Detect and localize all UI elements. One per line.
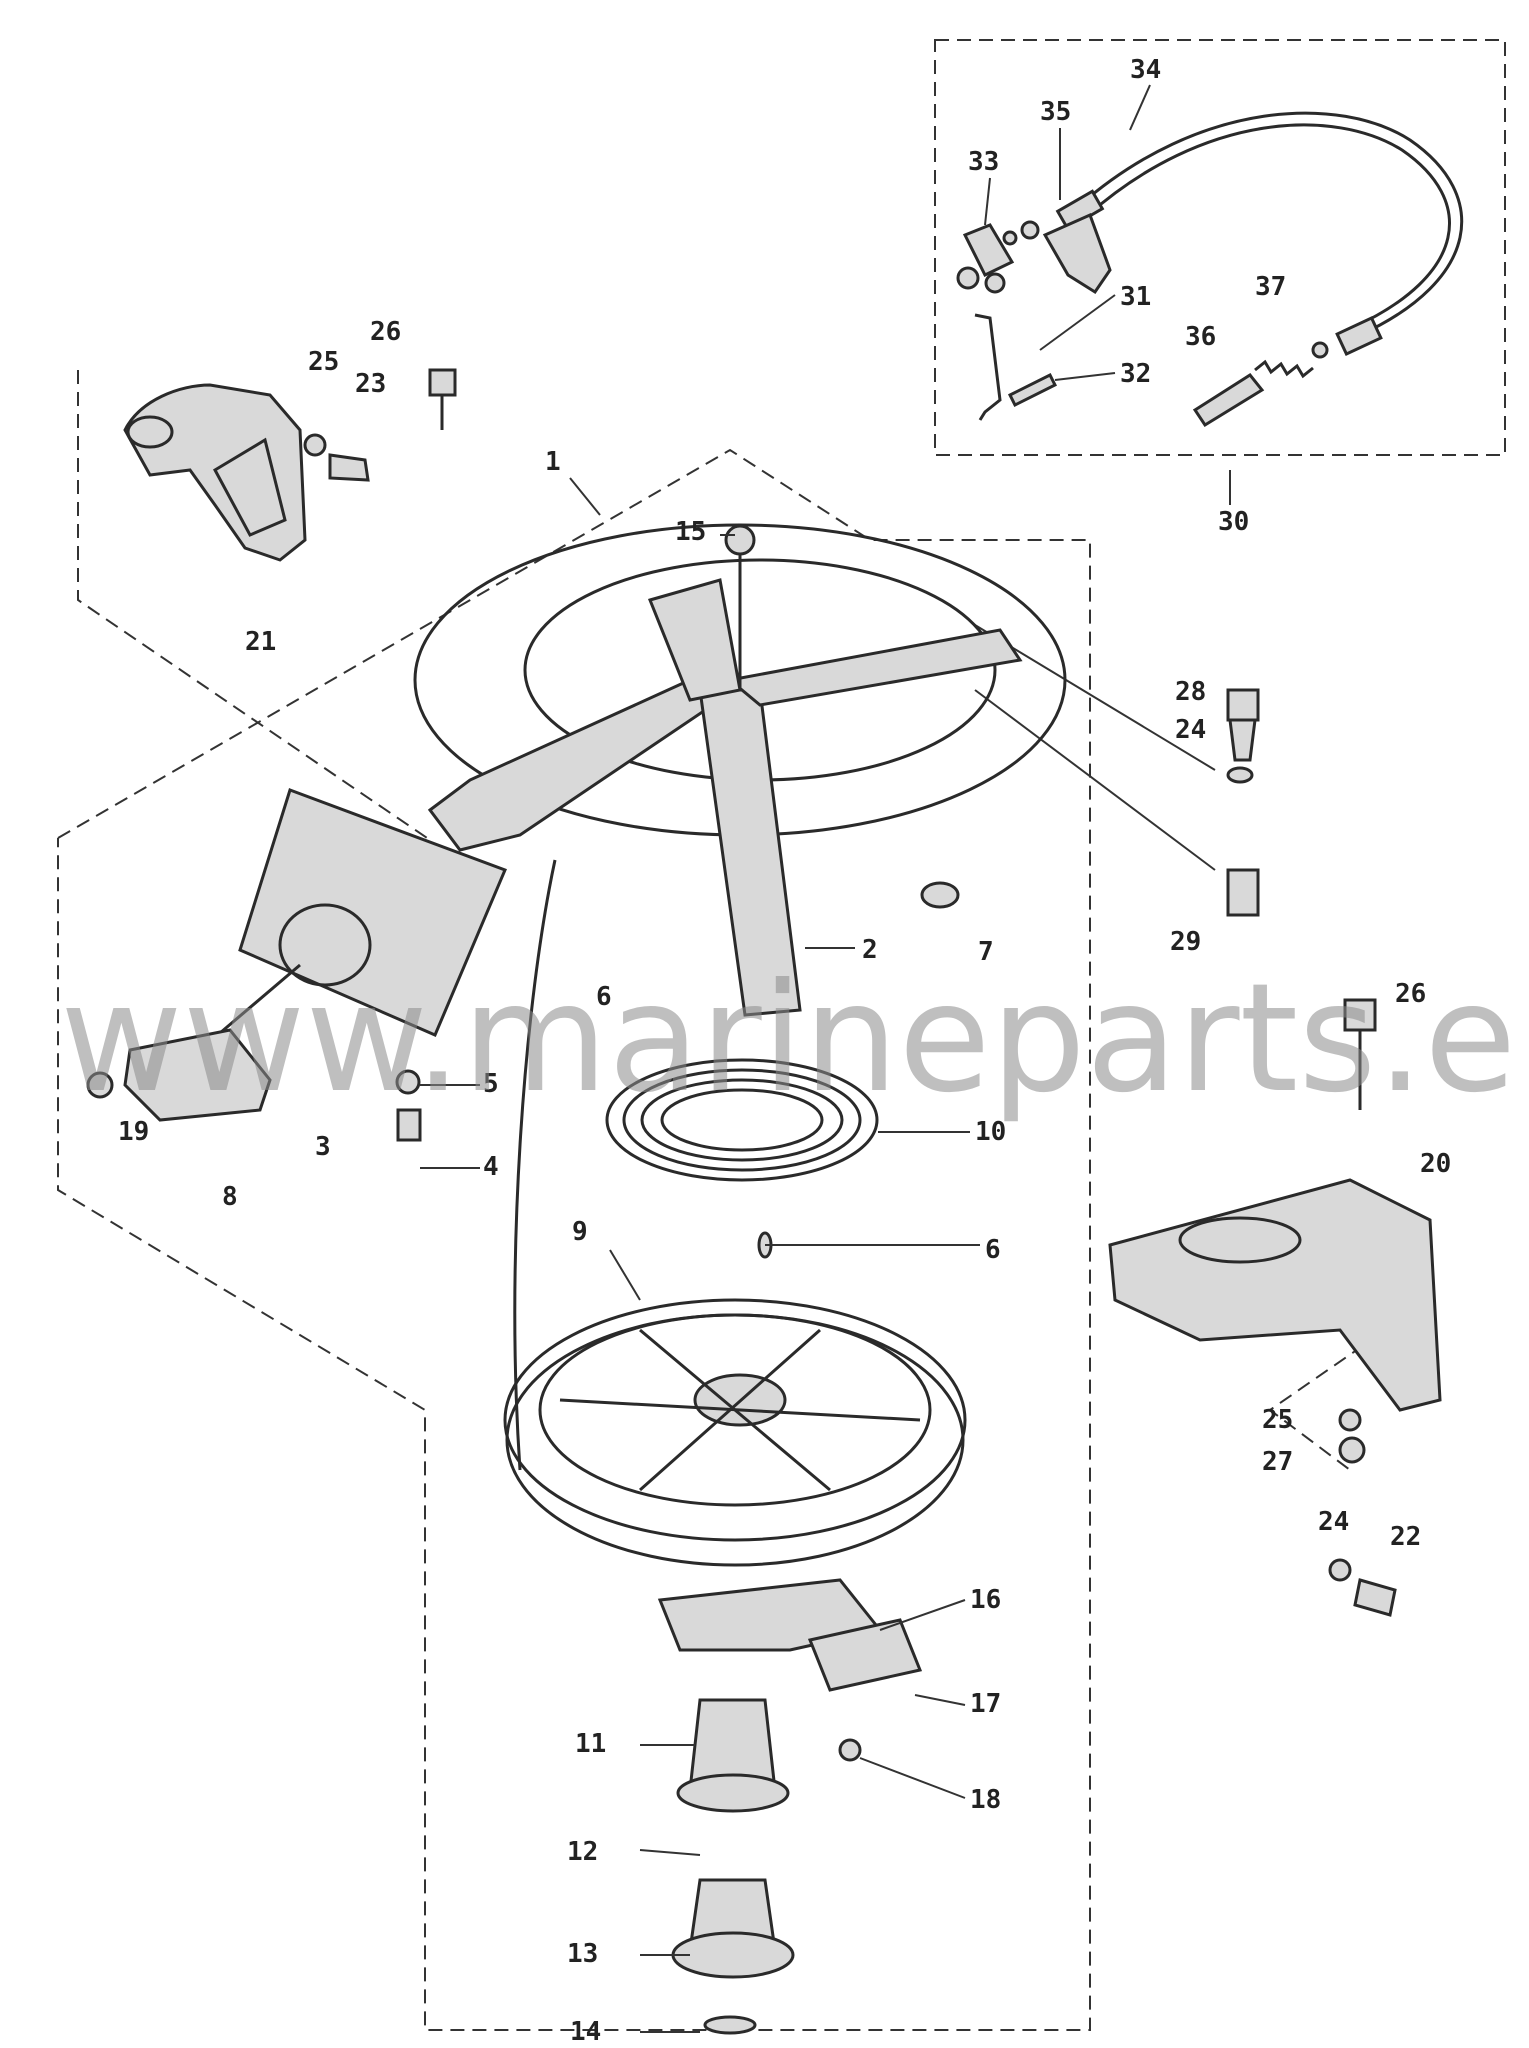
callout-6b: 6 — [985, 1235, 1001, 1265]
callout-36: 36 — [1185, 322, 1216, 352]
rewind-spring — [605, 1058, 879, 1259]
watermark-text: www.marineparts.eu — [60, 952, 1529, 1126]
callout-37: 37 — [1255, 272, 1286, 302]
callout-leaders — [420, 84, 1231, 2033]
callout-24b: 24 — [1318, 1507, 1349, 1537]
callout-8: 8 — [222, 1182, 238, 1212]
callout-21a: 21 — [245, 627, 276, 657]
callout-17: 17 — [970, 1689, 1001, 1719]
callout-32: 32 — [1120, 359, 1151, 389]
rope-handle — [86, 788, 557, 1471]
callout-13: 13 — [567, 1939, 598, 1969]
callout-15: 15 — [675, 517, 706, 547]
starter-housing — [413, 523, 1067, 1017]
callout-1: 1 — [545, 447, 561, 477]
bracket-upper-left — [123, 368, 457, 562]
callout-14: 14 — [570, 2017, 601, 2047]
callout-30: 30 — [1218, 507, 1249, 537]
callout-26a: 26 — [370, 317, 401, 347]
callout-7: 7 — [978, 937, 994, 967]
callout-26b: 26 — [1395, 979, 1426, 1009]
assembly-boundaries — [57, 39, 1506, 2031]
callout-10: 10 — [975, 1117, 1006, 1147]
callout-12: 12 — [567, 1837, 598, 1867]
cable-assembly — [956, 111, 1464, 428]
callout-11: 11 — [575, 1729, 606, 1759]
callout-labels: 1 2 3 4 5 6 6 7 8 9 10 11 12 13 14 15 16… — [118, 55, 1451, 2047]
callout-5: 5 — [483, 1069, 499, 1099]
callout-29: 29 — [1170, 927, 1201, 957]
callout-33: 33 — [968, 147, 999, 177]
callout-9: 9 — [572, 1217, 588, 1247]
callout-28: 28 — [1175, 677, 1206, 707]
callout-22: 22 — [1390, 1522, 1421, 1552]
callout-2: 2 — [862, 935, 878, 965]
callout-3: 3 — [315, 1132, 331, 1162]
bracket-right — [1108, 688, 1442, 1617]
callout-20: 20 — [1420, 1149, 1451, 1179]
callout-31: 31 — [1120, 282, 1151, 312]
callout-25b: 25 — [1262, 1405, 1293, 1435]
callout-6a: 6 — [596, 982, 612, 1012]
rope-pulley — [503, 1298, 967, 1567]
callout-19: 19 — [118, 1117, 149, 1147]
callout-4: 4 — [483, 1152, 499, 1182]
callout-25a: 25 — [308, 347, 339, 377]
callout-27: 27 — [1262, 1447, 1293, 1477]
lower-parts — [657, 1578, 923, 2035]
callout-34: 34 — [1130, 55, 1161, 85]
callout-35: 35 — [1040, 97, 1071, 127]
callout-16: 16 — [970, 1585, 1001, 1615]
callout-24a: 24 — [1175, 715, 1206, 745]
callout-18: 18 — [970, 1785, 1001, 1815]
callout-23: 23 — [355, 369, 386, 399]
